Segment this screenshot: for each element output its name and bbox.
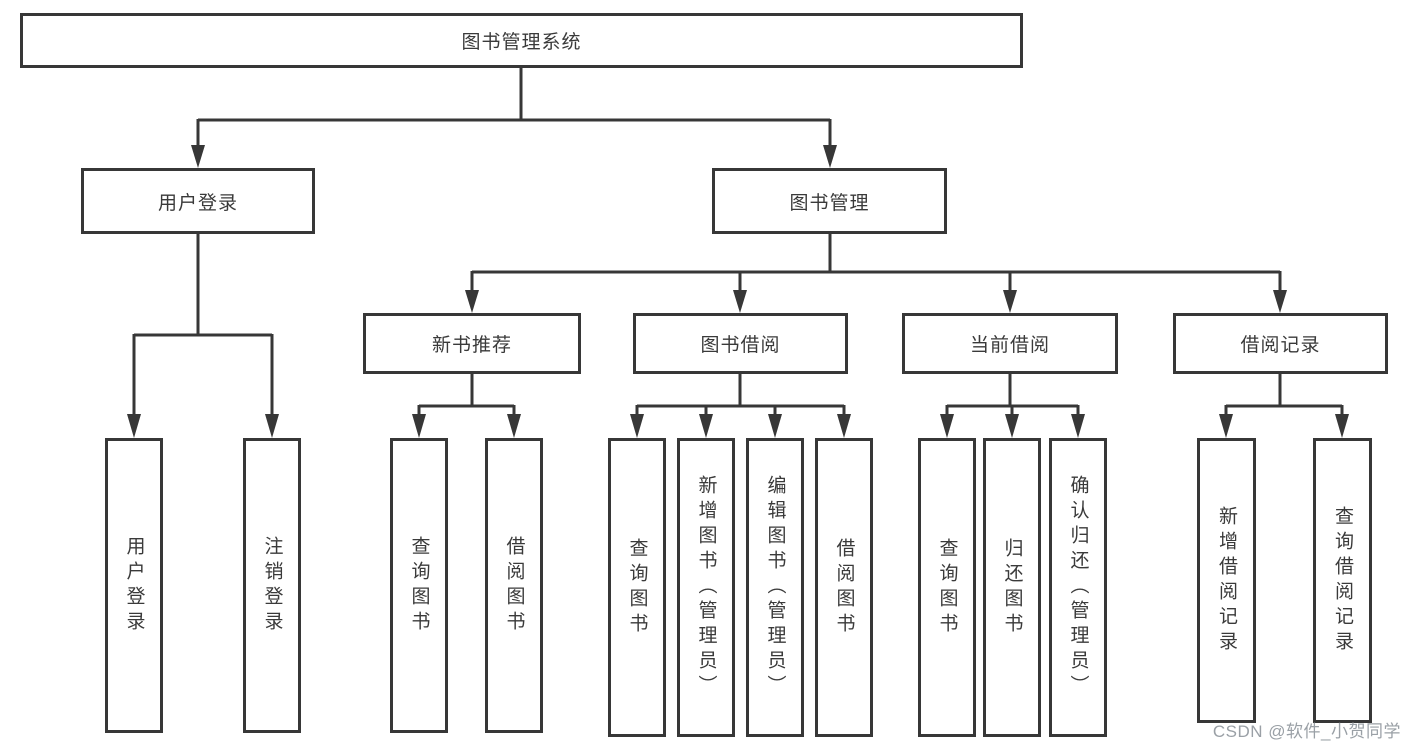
csdn-watermark: CSDN @软件_小贺同学 [1212,722,1401,741]
connector-root-to-level2 [191,68,837,168]
leaf-confirm-return-admin: 确认归还（管理员） [1049,438,1107,737]
node-root-library-management-system: 图书管理系统 [20,13,1023,68]
leaf-query-books-borrow: 查询图书 [608,438,666,737]
node-user-login: 用户登录 [81,168,315,234]
leaf-add-borrow-record: 新增借阅记录 [1197,438,1256,723]
leaf-query-borrow-record: 查询借阅记录 [1313,438,1372,723]
connector-user-login-to-leaves [127,234,279,438]
leaf-edit-books-admin: 编辑图书（管理员） [746,438,804,737]
node-book-borrow: 图书借阅 [633,313,848,374]
leaf-logout: 注销登录 [243,438,301,733]
leaf-borrow-books: 借阅图书 [815,438,873,737]
leaf-return-books: 归还图书 [983,438,1041,737]
node-current-borrow: 当前借阅 [902,313,1118,374]
connector-book-management-to-level3 [465,234,1287,313]
connector-borrow-records-to-leaves [1219,374,1349,438]
leaf-query-books-recommend: 查询图书 [390,438,448,733]
leaf-query-books-current: 查询图书 [918,438,976,737]
node-book-management: 图书管理 [712,168,947,234]
node-borrow-records: 借阅记录 [1173,313,1388,374]
leaf-add-books-admin: 新增图书（管理员） [677,438,735,737]
leaf-borrow-books-recommend: 借阅图书 [485,438,543,733]
connector-book-borrow-to-leaves [630,374,851,438]
node-new-book-recommend: 新书推荐 [363,313,581,374]
leaf-user-login: 用户登录 [105,438,163,733]
connector-current-borrow-to-leaves [940,374,1085,438]
connector-new-book-recommend-to-leaves [412,374,521,438]
